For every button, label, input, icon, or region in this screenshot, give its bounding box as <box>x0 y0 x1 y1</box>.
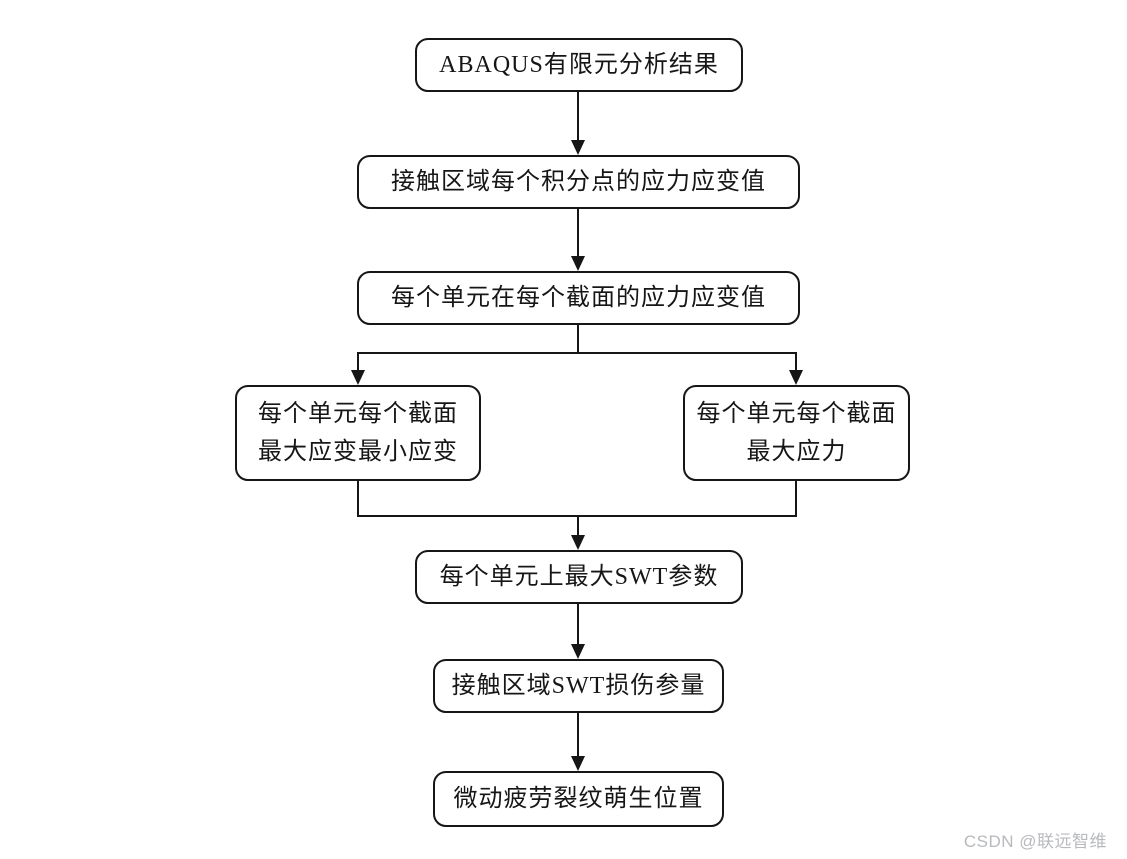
node-label-line1: 每个单元每个截面 <box>696 401 897 427</box>
node-label: 接触区域SWT损伤参量 <box>451 673 706 699</box>
connector-line <box>795 353 797 371</box>
node-section-stress-strain-values: 每个单元在每个截面的应力应变值 <box>357 271 800 325</box>
node-label: 每个单元上最大SWT参数 <box>439 564 719 590</box>
connector-line <box>577 516 579 536</box>
node-label: 接触区域每个积分点的应力应变值 <box>391 169 766 195</box>
arrowhead-down-icon <box>571 256 585 271</box>
node-integration-point-values: 接触区域每个积分点的应力应变值 <box>357 155 800 209</box>
csdn-watermark: CSDN @联远智维 <box>963 832 1107 851</box>
branch-stem-line <box>577 325 579 353</box>
node-label: 微动疲劳裂纹萌生位置 <box>453 786 704 812</box>
node-label-line2: 最大应变最小应变 <box>258 439 458 465</box>
node-max-stress: 每个单元每个截面 最大应力 <box>683 385 910 481</box>
connector-line <box>577 604 579 645</box>
node-label: ABAQUS有限元分析结果 <box>439 52 719 78</box>
arrowhead-down-icon <box>571 140 585 155</box>
connector-line <box>577 209 579 257</box>
node-max-swt-parameter: 每个单元上最大SWT参数 <box>415 550 743 604</box>
arrowhead-down-icon <box>571 756 585 771</box>
connector-line <box>577 713 579 757</box>
node-label-line1: 每个单元每个截面 <box>258 401 458 427</box>
branch-horizontal-line <box>357 352 797 354</box>
arrowhead-down-icon <box>789 370 803 385</box>
connector-line <box>357 353 359 371</box>
connector-line <box>577 92 579 141</box>
arrowhead-down-icon <box>571 535 585 550</box>
connector-line <box>795 481 797 515</box>
node-abaqus-fea-results: ABAQUS有限元分析结果 <box>415 38 743 92</box>
connector-line <box>357 481 359 515</box>
node-max-min-strain: 每个单元每个截面 最大应变最小应变 <box>235 385 481 481</box>
arrowhead-down-icon <box>351 370 365 385</box>
node-swt-damage-parameter: 接触区域SWT损伤参量 <box>433 659 724 713</box>
arrowhead-down-icon <box>571 644 585 659</box>
node-label: 每个单元在每个截面的应力应变值 <box>391 285 766 311</box>
node-label-line2: 最大应力 <box>746 439 847 465</box>
node-crack-initiation-location: 微动疲劳裂纹萌生位置 <box>433 771 724 827</box>
